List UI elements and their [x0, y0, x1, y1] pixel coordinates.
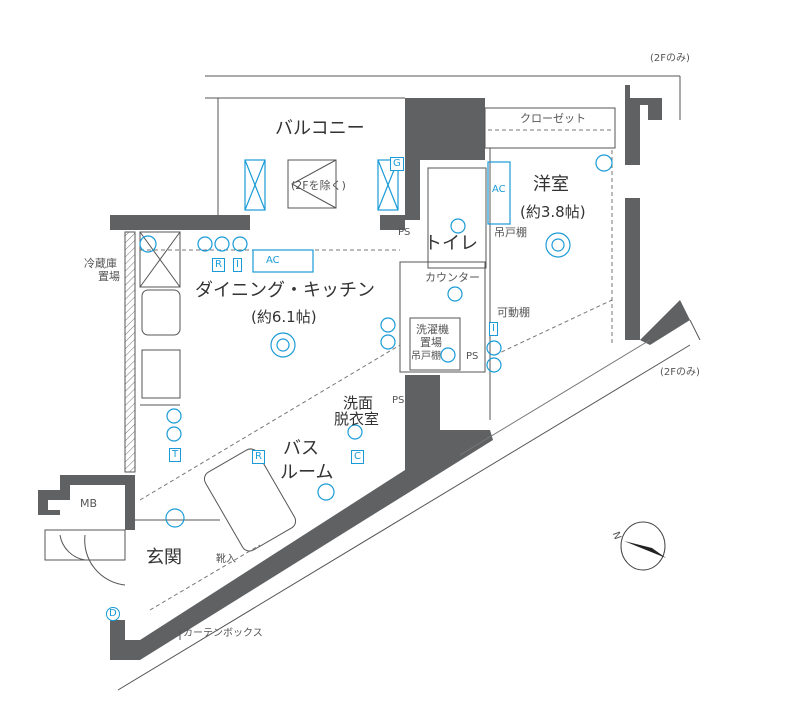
ac-icon-dk: AC: [266, 255, 280, 266]
label-balcony-note: (2Fを除く): [291, 179, 346, 192]
label-toilet-shelf: 吊戸棚: [494, 226, 527, 239]
label-washroom-2: 脱衣室: [334, 410, 380, 428]
label-balcony: バルコニー: [275, 118, 365, 139]
label-western-room: 洋室: [533, 174, 569, 195]
label-bath-2: ルーム: [280, 462, 334, 483]
interior-lines: [44, 107, 616, 640]
compass: [620, 521, 666, 571]
label-shoe-box: 靴入: [216, 554, 236, 565]
note-2f-only-right: (2Fのみ): [660, 367, 700, 378]
label-western-room-size: (約3.8帖): [520, 203, 586, 221]
label-curtain-box: カーテンボックス: [183, 628, 263, 639]
i-icon-western: I: [489, 322, 498, 336]
label-ps-1: PS: [398, 227, 411, 238]
floor-vent-right: [377, 159, 399, 211]
label-closet: クローゼット: [520, 112, 586, 125]
label-ps-2: PS: [466, 351, 479, 362]
label-ps-3: PS: [392, 395, 405, 406]
label-washer-1: 洗濯機: [416, 323, 449, 336]
label-fridge-1: 冷蔵庫: [84, 257, 117, 270]
d-icon: D: [106, 607, 120, 621]
c-icon: C: [351, 450, 364, 464]
balcony-outline: [205, 75, 681, 215]
label-washer-2: 置場: [420, 336, 442, 349]
label-fridge-2: 置場: [98, 270, 120, 283]
label-mb: MB: [80, 497, 98, 510]
outer-lines: [117, 319, 701, 691]
label-counter: カウンター: [425, 271, 480, 284]
label-bath-1: バス: [283, 438, 319, 459]
walls: [38, 85, 690, 660]
i-icon-dk: I: [233, 258, 242, 272]
label-dining-kitchen: ダイニング・キッチン: [195, 280, 375, 301]
label-dining-kitchen-size: (約6.1帖): [251, 308, 317, 326]
label-toilet: トイレ: [424, 233, 478, 254]
label-washer-shelf: 吊戸棚: [411, 351, 441, 362]
note-2f-only-top: (2Fのみ): [650, 53, 690, 64]
label-washroom-1: 洗面: [343, 394, 374, 412]
floor-vent-left: [244, 159, 266, 211]
fixtures: [139, 154, 613, 528]
label-movable-shelf: 可動棚: [497, 306, 530, 319]
r-icon-bath: R: [252, 450, 265, 464]
ac-icon-western: AC: [492, 184, 506, 195]
t-icon: T: [169, 448, 182, 462]
g-icon: G: [390, 157, 404, 171]
r-icon-dk: R: [212, 258, 225, 272]
label-entrance: 玄関: [146, 547, 182, 568]
